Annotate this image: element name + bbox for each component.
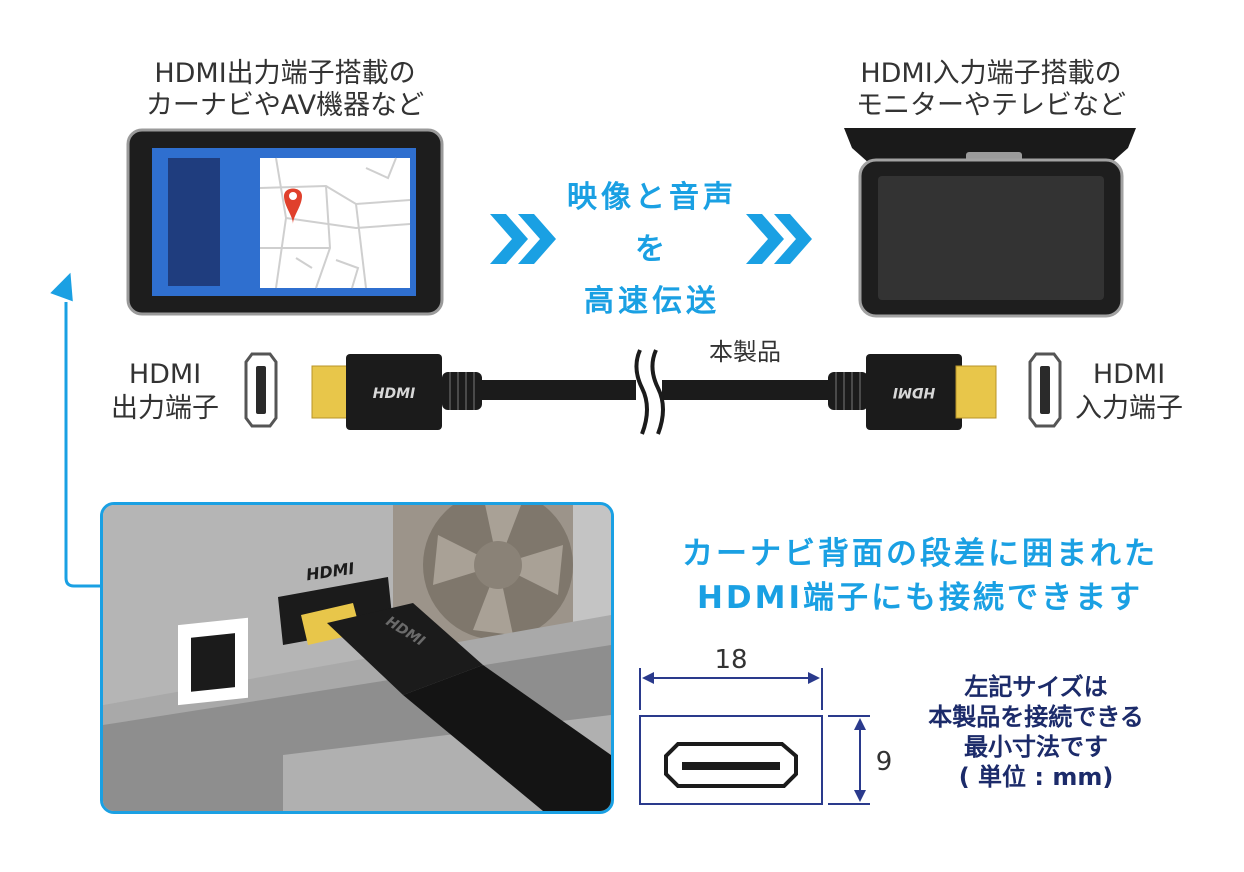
map-pin-icon bbox=[284, 188, 302, 224]
dimension-diagram: 18 9 bbox=[639, 645, 893, 805]
height-dimension-value: 9 bbox=[876, 747, 893, 777]
rear-connection-photo: HDMI HDMI bbox=[100, 502, 614, 814]
transfer-chevrons-left-icon bbox=[490, 214, 556, 264]
connection-arrow-icon bbox=[50, 272, 106, 588]
width-dimension-value: 18 bbox=[714, 645, 747, 675]
dimension-note-line2: 本製品を接続できる bbox=[928, 703, 1144, 731]
output-port-label-line1: HDMI bbox=[128, 359, 202, 390]
destination-caption-line1: HDMI入力端子搭載の bbox=[860, 58, 1122, 89]
dimension-note: 左記サイズは 本製品を接続できる 最小寸法です ( 単位 : mm) bbox=[898, 672, 1174, 792]
hdmi-input-port-icon bbox=[1028, 352, 1062, 428]
product-label: 本製品 bbox=[709, 338, 781, 366]
input-port-label: HDMI 入力端子 bbox=[1062, 358, 1196, 426]
transfer-text-line1: 映像と音声を bbox=[567, 180, 737, 267]
rear-panel-illustration: HDMI HDMI bbox=[103, 505, 611, 811]
dimension-note-line4: ( 単位 : mm) bbox=[958, 763, 1114, 791]
transfer-chevrons-right-icon bbox=[746, 214, 812, 264]
transfer-text-line2: 高速伝送 bbox=[584, 284, 720, 319]
feature-headline: カーナビ背面の段差に囲まれた HDMI端子にも接続できます bbox=[620, 532, 1220, 620]
source-caption-line1: HDMI出力端子搭載の bbox=[154, 58, 416, 89]
monitor-illustration bbox=[844, 128, 1136, 318]
output-port-label: HDMI 出力端子 bbox=[98, 358, 232, 426]
input-port-label-line2: 入力端子 bbox=[1075, 393, 1183, 424]
source-caption-line2: カーナビやAV機器など bbox=[145, 90, 425, 121]
car-navigation-illustration bbox=[126, 128, 444, 316]
hdmi-cable-illustration: HDMI HDMI bbox=[311, 349, 997, 435]
transfer-text: 映像と音声を 高速伝送 bbox=[552, 172, 752, 328]
left-plug-logo: HDMI bbox=[373, 386, 415, 402]
right-plug-logo: HDMI bbox=[893, 384, 935, 400]
dimension-note-line3: 最小寸法です bbox=[964, 733, 1108, 761]
destination-device-caption: HDMI入力端子搭載の モニターやテレビなど bbox=[838, 58, 1144, 122]
output-port-label-line2: 出力端子 bbox=[111, 393, 219, 424]
source-device-caption: HDMI出力端子搭載の カーナビやAV機器など bbox=[128, 58, 442, 122]
input-port-label-line1: HDMI bbox=[1092, 359, 1166, 390]
feature-headline-line2: HDMI端子にも接続できます bbox=[696, 580, 1144, 616]
dimension-note-line1: 左記サイズは bbox=[964, 673, 1108, 701]
map-display bbox=[259, 157, 411, 289]
destination-caption-line2: モニターやテレビなど bbox=[856, 90, 1126, 121]
feature-headline-line1: カーナビ背面の段差に囲まれた bbox=[682, 536, 1158, 572]
hdmi-output-port-icon bbox=[244, 352, 278, 428]
